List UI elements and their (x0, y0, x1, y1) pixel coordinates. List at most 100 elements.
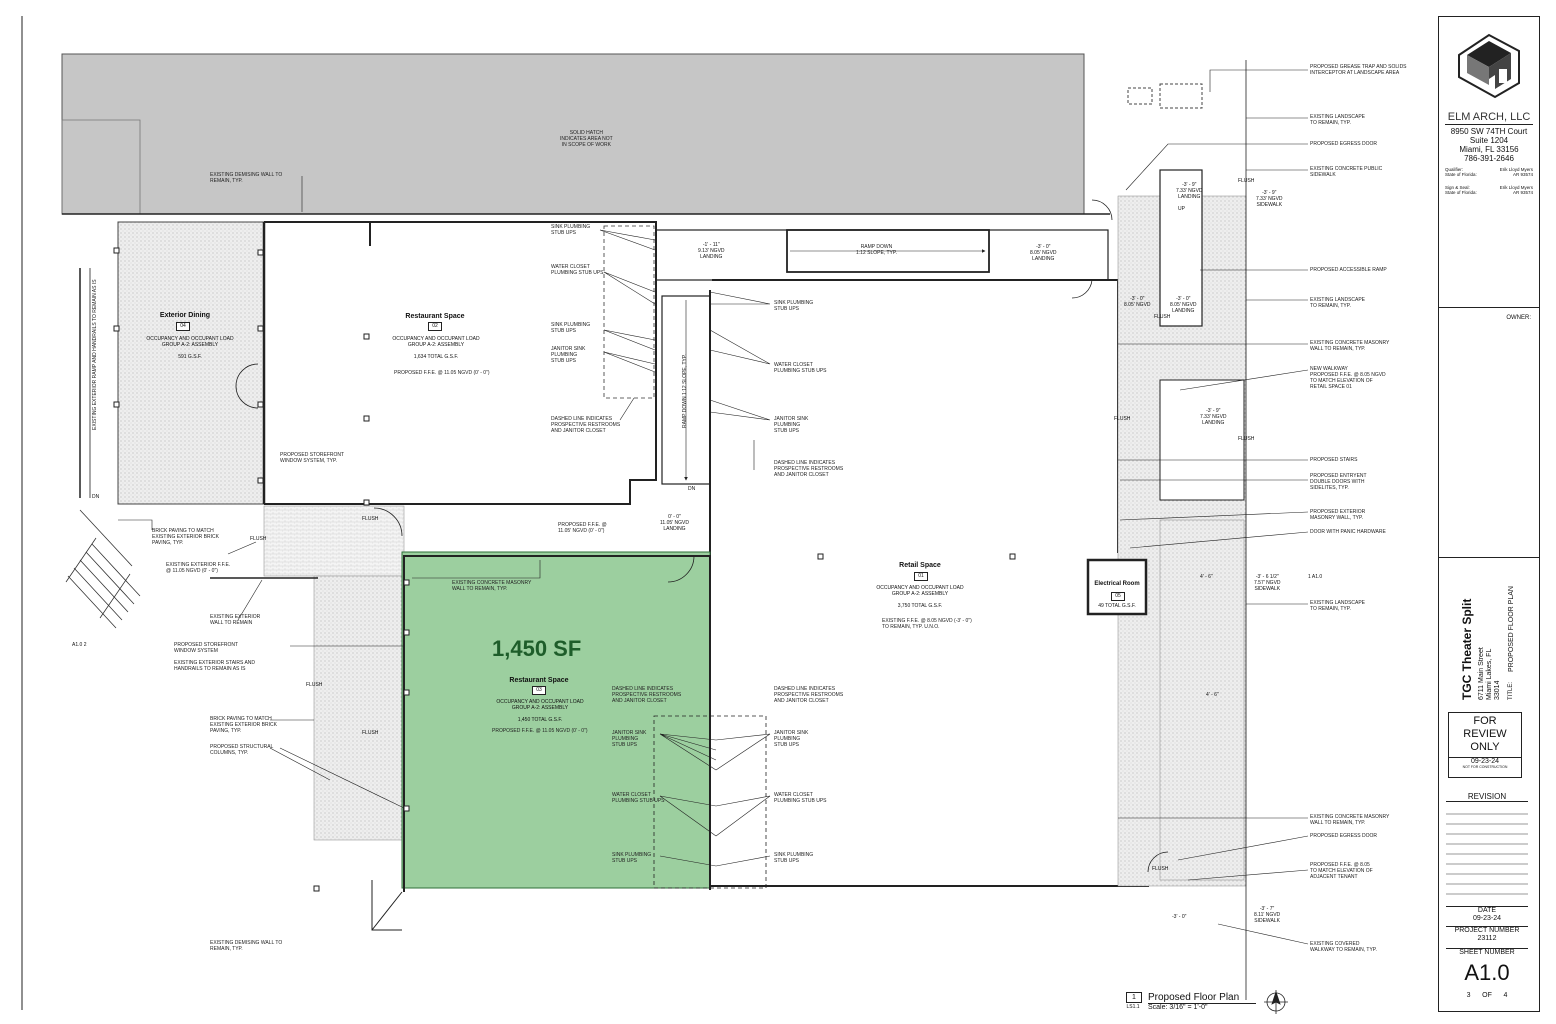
room-number-05: 05 (1111, 592, 1125, 601)
restaurant-03-highlight (401, 551, 711, 889)
note-dashed-1: DASHED LINE INDICATES PROSPECTIVE RESTRO… (551, 416, 621, 434)
review-date: 09-23-24 (1449, 757, 1521, 765)
elevation-tag: 0' - 0" 11.05' NGVD LANDING (660, 514, 689, 532)
section-marker: A1.0 2 (72, 642, 86, 648)
drawing-title: Proposed Floor Plan (1148, 992, 1240, 1003)
note-wc-r1: WATER CLOSET PLUMBING STUB UPS (774, 362, 827, 374)
note-entry: PROPOSED ENTRYENT DOUBLE DOORS WITH SIDE… (1310, 473, 1367, 491)
note-ffe-mid: PROPOSED F.F.E. @ 11.05' NGVD (0' - 0") (558, 522, 607, 534)
note-masonry-03: EXISTING CONCRETE MASONRY WALL TO REMAIN… (452, 580, 532, 592)
room-name-electrical: Electrical Room (1094, 581, 1140, 587)
firm-address: 8950 SW 74TH Court Suite 1204 Miami, FL … (1450, 127, 1528, 163)
note-sink-r2: SINK PLUMBING STUB UPS (774, 852, 814, 864)
project-address: 6711 Main Street Miami Lakes, FL 33014 (1478, 647, 1501, 700)
note-grease: PROPOSED GREASE TRAP AND SOLIDS INTERCEP… (1310, 64, 1407, 76)
project-title-block: TGC Theater Split 6711 Main Street Miami… (1452, 560, 1542, 710)
note-ramp-side: EXISTING EXTERIOR RAMP AND HANDRAILS TO … (92, 279, 98, 430)
note-sink-2: SINK PLUMBING STUB UPS (551, 322, 591, 334)
drawing-title-legend: 1 LS1.1 Proposed Floor Plan Scale: 3/16"… (1122, 992, 1294, 1014)
note-dashed-r2: DASHED LINE INDICATES PROSPECTIVE RESTRO… (774, 686, 844, 704)
elevation-tag: -3' - 9" 7.33' NGVD LANDING (1176, 182, 1203, 200)
room-info-02: OCCUPANCY AND OCCUPANT LOAD GROUP A-2: A… (392, 336, 480, 360)
flush-label: FLUSH (1238, 436, 1255, 442)
elevation-tag: -3' - 6 1/2" 7.57' NGVD SIDEWALK (1254, 574, 1281, 592)
drawing-number: 1 (1126, 992, 1142, 1003)
room-name-retail-01: Retail Space (899, 562, 941, 569)
drawing-scale: Scale: 3/16" = 1'-0" (1148, 1004, 1207, 1011)
electrical-room (1086, 558, 1148, 616)
flush-label: FLUSH (1154, 314, 1171, 320)
note-demising-top: EXISTING DEMISING WALL TO REMAIN, TYP. (210, 172, 283, 184)
highlighted-area-label: 1,450 SF (492, 636, 582, 661)
note-egress-2: PROPOSED EGRESS DOOR (1310, 833, 1377, 839)
elevation-tag: -3' - 0" (1172, 914, 1187, 920)
note-ramp-down: RAMP DOWN 1:12 SLOPE, TYP. (856, 244, 897, 256)
room-info-04: OCCUPANCY AND OCCUPANT LOAD GROUP A-2: A… (146, 336, 234, 360)
note-covered-walkway: EXISTING COVERED WALKWAY TO REMAIN, TYP. (1310, 941, 1377, 953)
review-text: FOR REVIEW ONLY (1463, 715, 1507, 753)
date-label: DATE (1446, 906, 1528, 914)
note-sink-03: SINK PLUMBING STUB UPS (612, 852, 652, 864)
note-ext-ffe: EXISTING EXTERIOR F.F.E. @ 11.05 NGVD (0… (166, 562, 231, 574)
note-landscape-3: EXISTING LANDSCAPE TO REMAIN, TYP. (1310, 600, 1366, 612)
note-janitor-r2: JANITOR SINK PLUMBING STUB UPS (774, 730, 809, 748)
note-masonry-2: EXISTING CONCRETE MASONRY WALL TO REMAIN… (1310, 814, 1390, 826)
room-name-restaurant-03: Restaurant Space (509, 677, 569, 684)
dimension-label: 4' - 6" (1206, 692, 1219, 698)
note-dashed-r1: DASHED LINE INDICATES PROSPECTIVE RESTRO… (774, 460, 844, 478)
room-info-05: 49 TOTAL G.S.F. (1098, 603, 1136, 609)
section-marker: 1 A1.0 (1308, 574, 1322, 580)
sheet-number-label: SHEET NUMBER (1446, 948, 1528, 956)
project-name: TGC Theater Split (1460, 598, 1474, 700)
elevation-tag: -3' - 9" 7.33' NGVD LANDING (1200, 408, 1227, 426)
note-sink-1: SINK PLUMBING STUB UPS (551, 224, 591, 236)
revision-header: REVISION (1446, 792, 1528, 802)
up-label: UP (1178, 206, 1185, 212)
firm-name: ELM ARCH, LLC (1447, 111, 1531, 123)
room-number-02: 02 (428, 322, 442, 331)
elevation-tag: -3' - 7" 8.11' NGVD SIDEWALK (1254, 906, 1281, 924)
room-name-restaurant-02: Restaurant Space (405, 313, 465, 320)
note-ffe-01: EXISTING F.F.E. @ 8.05 NGVD (-3' - 0") T… (882, 618, 972, 630)
note-ext-wall: EXISTING EXTERIOR WALL TO REMAIN (210, 614, 261, 626)
note-brick-1: BRICK PAVING TO MATCH EXISTING EXTERIOR … (152, 528, 219, 546)
flush-label: FLUSH (362, 516, 379, 522)
sheet-number: A1.0 (1464, 960, 1510, 985)
note-dashed-03: DASHED LINE INDICATES PROSPECTIVE RESTRO… (612, 686, 682, 704)
note-masonry-1: EXISTING CONCRETE MASONRY WALL TO REMAIN… (1310, 340, 1390, 352)
note-demising-bottom: EXISTING DEMISING WALL TO REMAIN, TYP. (210, 940, 283, 952)
sheet-of: 3 OF 4 (1466, 992, 1508, 999)
note-landscape-2: EXISTING LANDSCAPE TO REMAIN, TYP. (1310, 297, 1366, 309)
drawing-sheet-ref: LS1.1 (1126, 1004, 1140, 1010)
north-arrow (1264, 990, 1288, 1014)
note-janitor-r1: JANITOR SINK PLUMBING STUB UPS (774, 416, 809, 434)
note-ext-stairs: EXISTING EXTERIOR STAIRS AND HANDRAILS T… (174, 660, 256, 672)
room-info-01: OCCUPANCY AND OCCUPANT LOAD GROUP A-2: A… (876, 585, 964, 609)
note-ffe-02: PROPOSED F.F.E. @ 11.05 NGVD (0' - 0") (394, 370, 490, 376)
note-janitor-1: JANITOR SINK PLUMBING STUB UPS (551, 346, 586, 364)
note-columns: PROPOSED STRUCTURAL COLUMNS, TYP. (210, 744, 274, 756)
note-storefront-2: PROPOSED STOREFRONT WINDOW SYSTEM (174, 642, 239, 654)
dn-label: DN (92, 494, 100, 500)
elevation-tag: -3' - 0" 8.05' NGVD (1124, 296, 1151, 308)
flush-label: FLUSH (1238, 178, 1255, 184)
room-number-01: 01 (914, 572, 928, 581)
project-number: 23112 (1477, 935, 1497, 942)
flush-label: FLUSH (1152, 866, 1169, 872)
room-info-03: OCCUPANCY AND OCCUPANT LOAD GROUP A-2: A… (496, 699, 584, 723)
scale-label: Scale: (1148, 1004, 1168, 1011)
note-stairs: PROPOSED STAIRS (1310, 457, 1358, 463)
note-wc-03: WATER CLOSET PLUMBING STUB UPS (612, 792, 665, 804)
section-sheet-ref: A1.0 (72, 642, 83, 648)
note-brick-2: BRICK PAVING TO MATCH EXISTING EXTERIOR … (210, 716, 277, 734)
date-value: 09-23-24 (1472, 915, 1502, 922)
section-number: 2 (83, 642, 87, 648)
note-egress-1: PROPOSED EGRESS DOOR (1310, 141, 1377, 147)
flush-label: FLUSH (362, 730, 379, 736)
dimension-label: 4' - 6" (1200, 574, 1213, 580)
flush-label: FLUSH (306, 682, 323, 688)
note-sink-r1: SINK PLUMBING STUB UPS (774, 300, 814, 312)
flush-label: FLUSH (250, 536, 267, 542)
title-label: TITLE: (1508, 681, 1514, 700)
